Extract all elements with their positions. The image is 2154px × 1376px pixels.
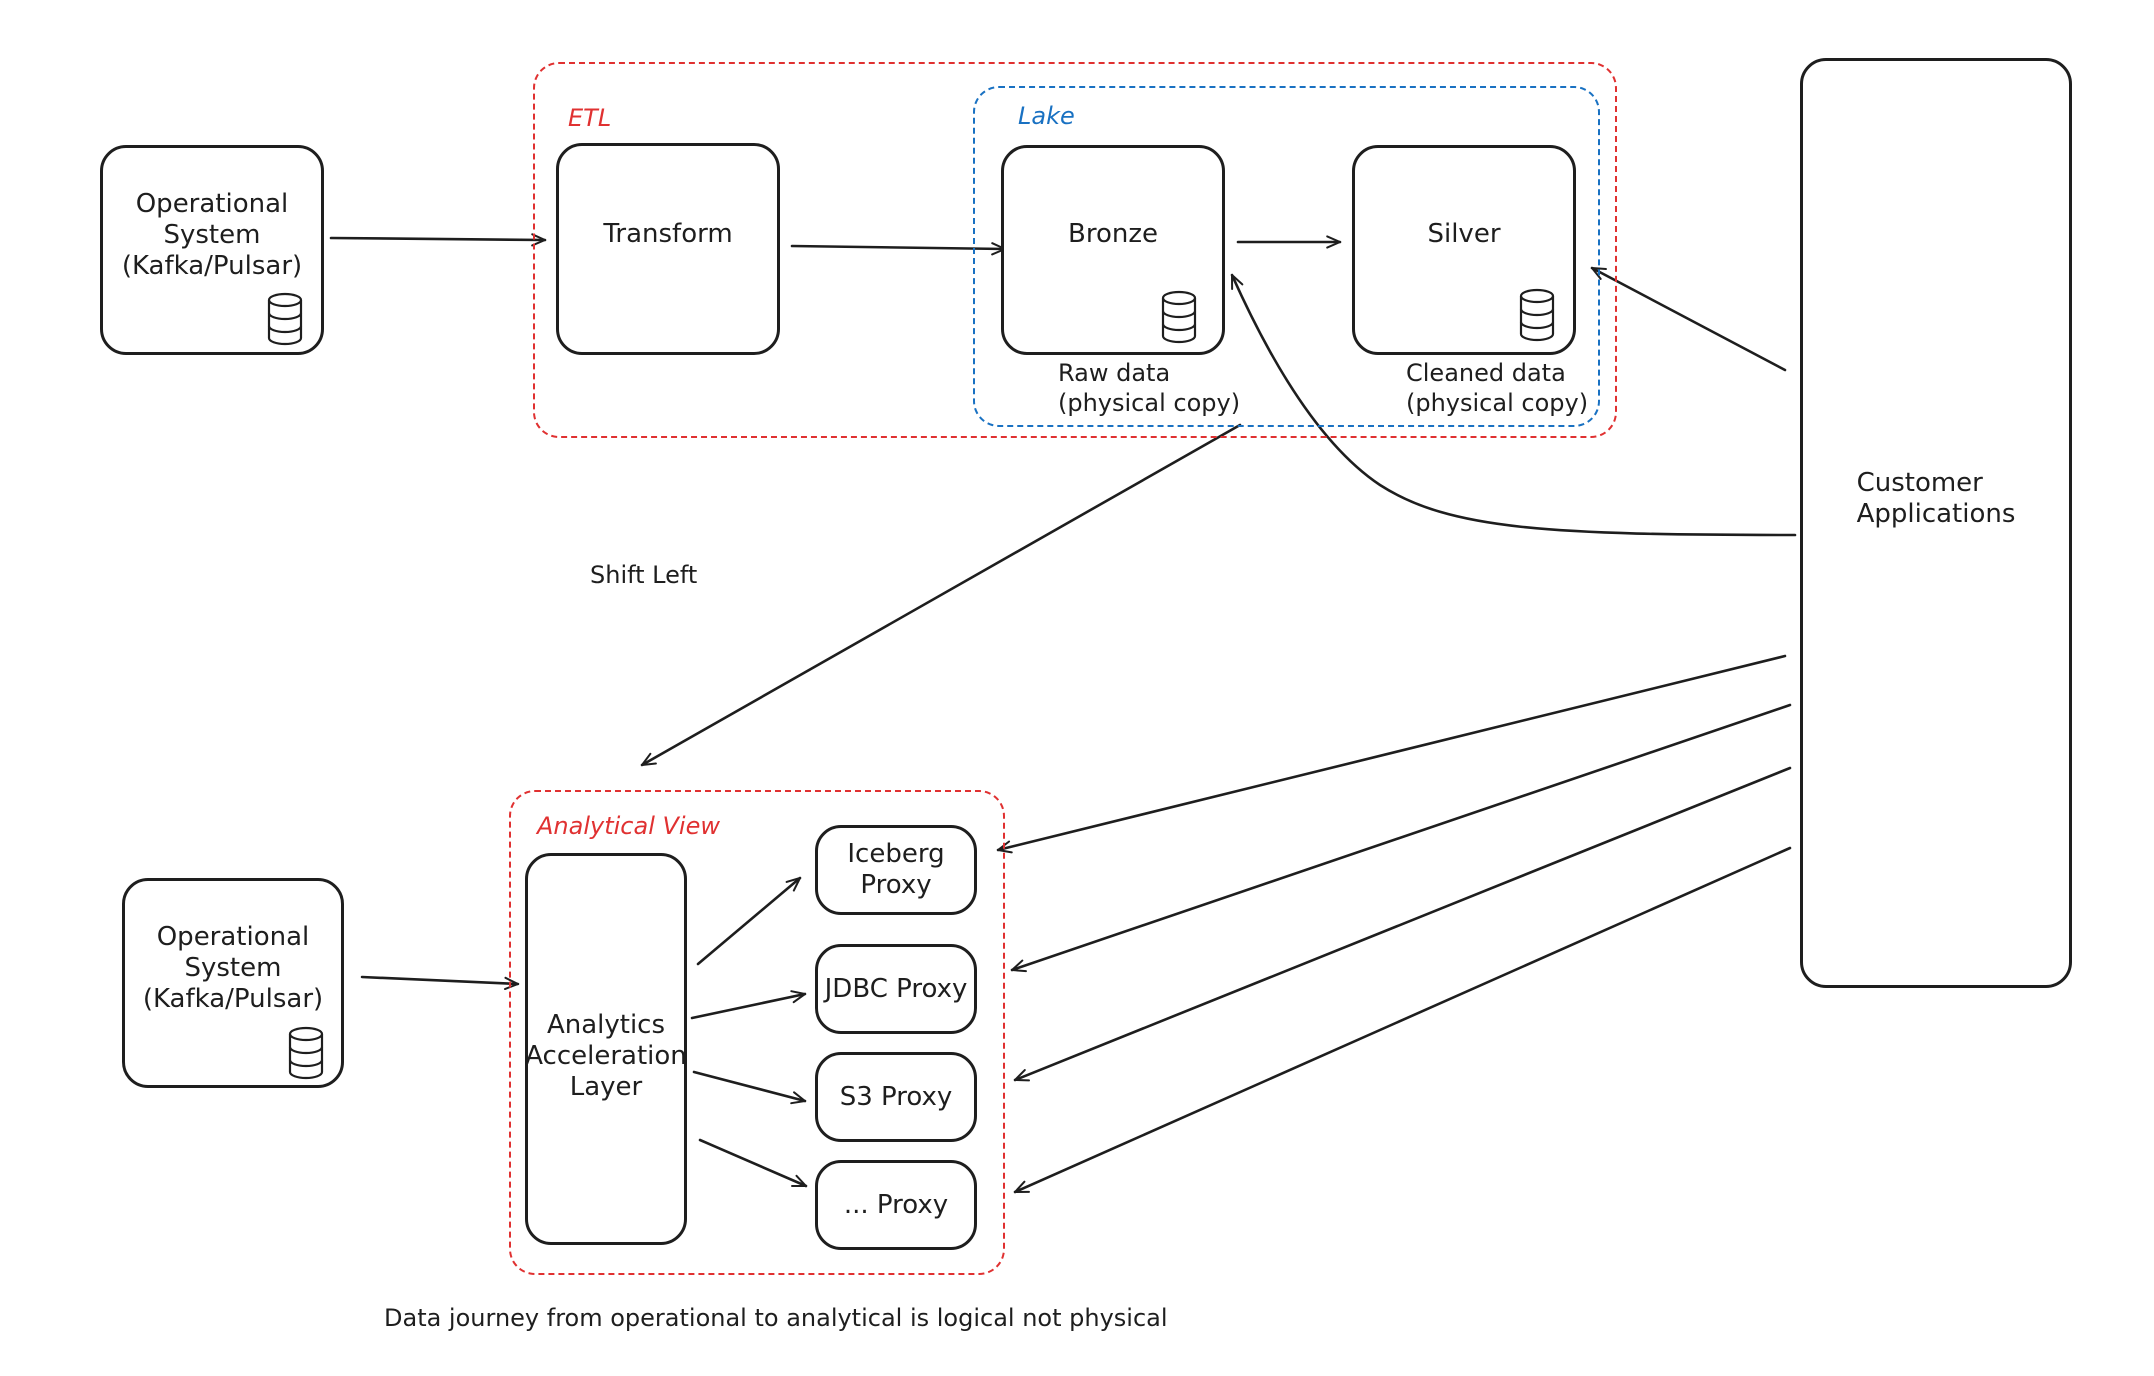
database-cylinder-icon <box>1161 290 1197 344</box>
database-cylinder-icon <box>1519 288 1555 342</box>
lake-group <box>973 86 1600 427</box>
lake-group-title: Lake <box>1018 102 1075 130</box>
s3-proxy-node[interactable]: S3 Proxy <box>815 1052 977 1142</box>
etl-group-title: ETL <box>568 104 612 132</box>
analytical-view-group-title: Analytical View <box>537 812 720 840</box>
raw-data-annotation: Raw data (physical copy) <box>1058 359 1241 417</box>
arrow-customer-to-silver <box>1590 266 1787 372</box>
other-proxy-label: ... Proxy <box>843 1189 949 1220</box>
analytics-acceleration-layer-node[interactable]: Analytics Acceleration Layer <box>525 853 687 1245</box>
arrow-transform-to-bronze <box>790 242 1007 256</box>
diagram-caption: Data journey from operational to analyti… <box>384 1304 1168 1332</box>
silver-node[interactable]: Silver <box>1352 145 1576 355</box>
transform-node[interactable]: Transform <box>556 143 780 355</box>
arrow-aal-to-iceberg <box>696 876 802 966</box>
cleaned-data-annotation: Cleaned data (physical copy) <box>1406 359 1589 417</box>
bronze-label: Bronze <box>1068 218 1158 249</box>
analytical-view-group <box>509 790 1005 1275</box>
s3-proxy-label: S3 Proxy <box>839 1081 953 1112</box>
customer-applications-label: Customer Applications <box>1856 468 2016 529</box>
customer-applications-node[interactable]: Customer Applications <box>1800 58 2072 988</box>
silver-label: Silver <box>1427 218 1501 249</box>
operational-system-bottom-node[interactable]: Operational System (Kafka/Pulsar) <box>122 878 344 1088</box>
transform-label: Transform <box>603 218 733 249</box>
jdbc-proxy-node[interactable]: JDBC Proxy <box>815 944 977 1034</box>
arrow-aal-to-s3 <box>692 1070 807 1105</box>
bronze-node[interactable]: Bronze <box>1001 145 1225 355</box>
etl-group <box>533 62 1617 438</box>
operational-system-top-label: Operational System (Kafka/Pulsar) <box>121 188 303 281</box>
shift-left-annotation: Shift Left <box>590 561 698 589</box>
arrow-aal-to-jdbc <box>690 990 807 1020</box>
arrow-opsys-to-transform <box>329 233 547 247</box>
jdbc-proxy-label: JDBC Proxy <box>824 973 968 1004</box>
arrow-customer-to-jdbc <box>1010 703 1792 973</box>
operational-system-bottom-label: Operational System (Kafka/Pulsar) <box>142 921 324 1014</box>
arrow-customer-to-bronze <box>1230 273 1797 537</box>
iceberg-proxy-label: Iceberg Proxy <box>847 839 945 900</box>
arrow-opsys2-to-aal <box>360 975 520 991</box>
arrow-customer-to-iceberg <box>996 654 1787 854</box>
database-cylinder-icon <box>288 1026 324 1080</box>
arrow-aal-to-other <box>698 1138 808 1188</box>
other-proxy-node[interactable]: ... Proxy <box>815 1160 977 1250</box>
iceberg-proxy-node[interactable]: Iceberg Proxy <box>815 825 977 915</box>
arrow-shift-left <box>640 423 1242 767</box>
database-cylinder-icon <box>267 292 303 346</box>
arrow-customer-to-other <box>1013 846 1792 1194</box>
analytics-acceleration-layer-label: Analytics Acceleration Layer <box>525 1009 687 1102</box>
arrow-customer-to-s3 <box>1013 766 1792 1082</box>
